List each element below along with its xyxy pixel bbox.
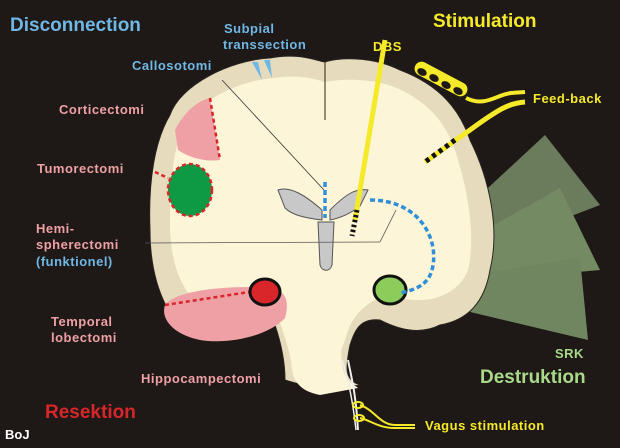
feedback-label: Feed-back (533, 91, 602, 106)
disconnection-title: Disconnection (10, 15, 141, 36)
srk-label: SRK (555, 346, 584, 361)
subpial-cut-2 (264, 60, 272, 78)
hippocampus-left (248, 277, 282, 307)
subpial-label-2: transsection (223, 37, 307, 52)
temporal-label-2: lobectomi (51, 330, 117, 345)
subpial-label-1: Subpial (224, 21, 275, 36)
lateral-ventricles (277, 188, 369, 221)
brainstem (285, 300, 358, 395)
hippocampus-right (372, 274, 408, 306)
resektion-title: Resektion (45, 402, 136, 423)
stimulation-title: Stimulation (433, 11, 537, 32)
hippocampectomi-label: Hippocampectomi (141, 371, 262, 386)
hemispherectomi-label-2: spherectomi (36, 237, 119, 252)
destruktion-title: Destruktion (480, 367, 586, 388)
corticectomi-label: Corticectomi (59, 102, 145, 117)
hemispherectomi-label-1: Hemi- (36, 221, 75, 236)
dbs-electrode (352, 39, 388, 221)
hemispherectomi-label-3: (funktionel) (36, 254, 113, 269)
tumorectomi-label: Tumorectomi (37, 161, 124, 176)
author-credit: BoJ (5, 427, 30, 442)
subpial-cut-1 (252, 62, 262, 80)
vagus-label: Vagus stimulation (425, 418, 545, 433)
temporal-label-1: Temporal (51, 314, 113, 329)
corticectomy-region (175, 98, 220, 161)
third-ventricle (317, 221, 335, 271)
callosotomi-label: Callosotomi (132, 58, 212, 73)
tumor (166, 162, 214, 218)
dbs-label: DBS (373, 39, 402, 54)
strip-electrode (414, 61, 526, 104)
